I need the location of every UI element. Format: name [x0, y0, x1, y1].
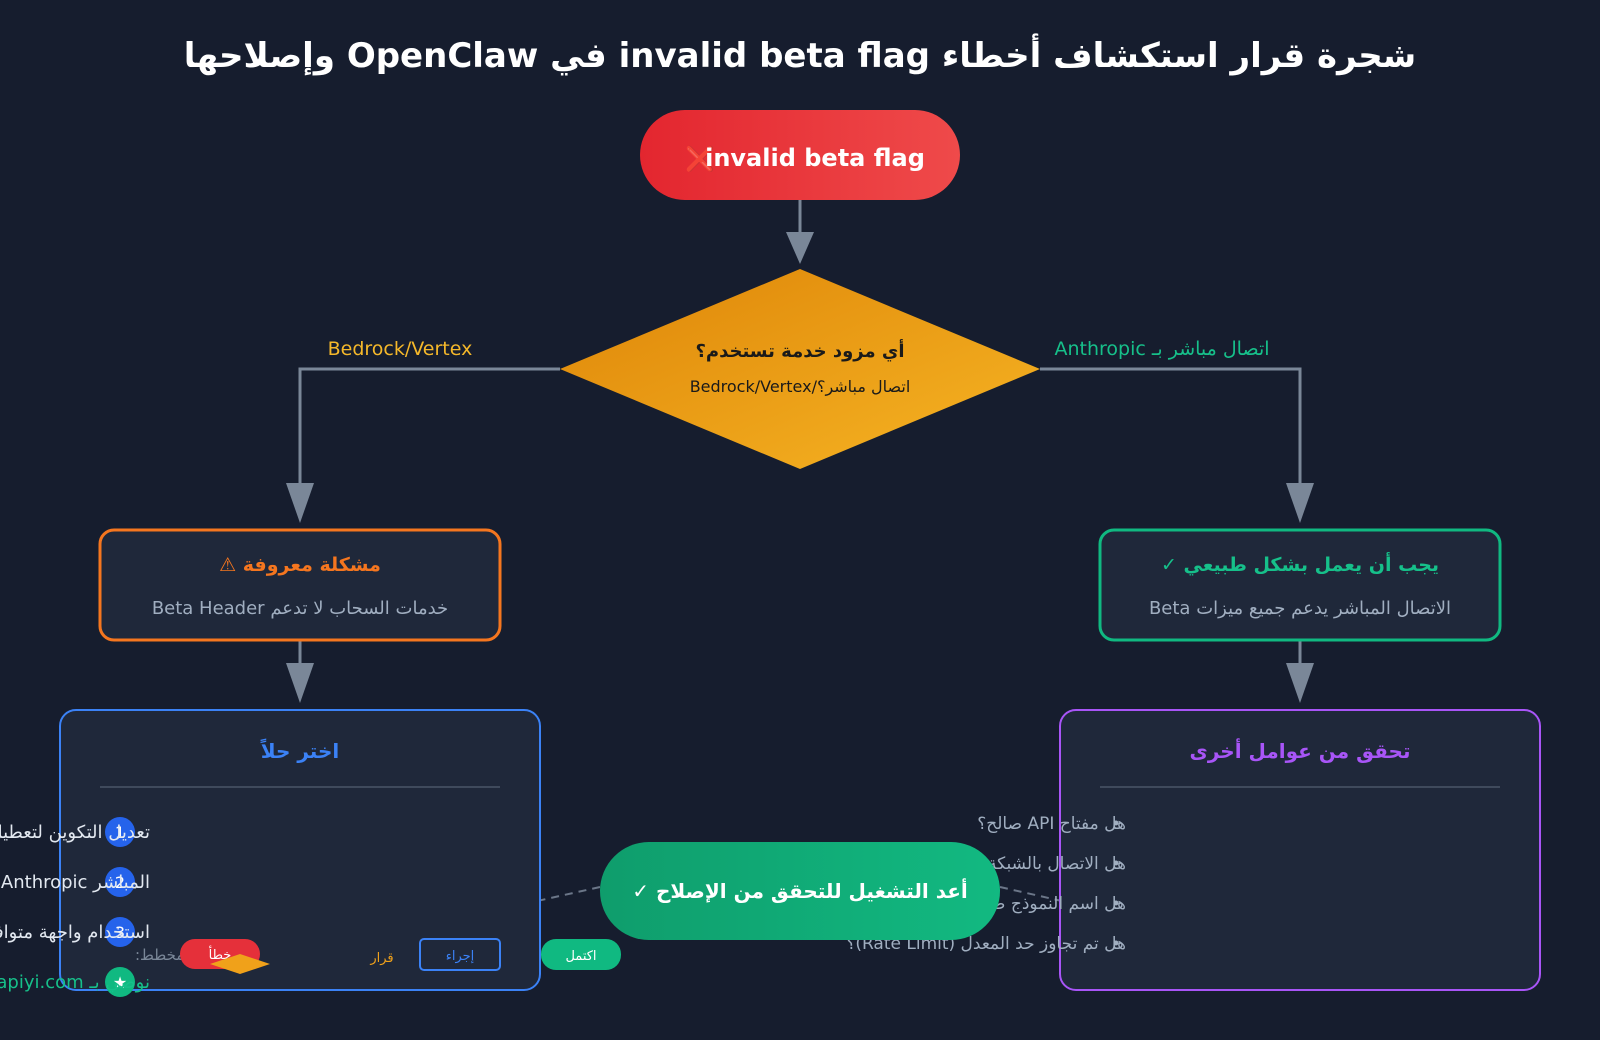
arrowhead-down [286, 483, 314, 523]
legend-decision-label: قرار [369, 951, 393, 966]
legend-done-swatch [541, 939, 621, 970]
bullet-icon [1113, 940, 1119, 946]
connectors [298, 200, 1302, 665]
decision-question: أي مزود خدمة تستخدم؟ [695, 339, 904, 362]
branch-label-right: Anthropic اتصال مباشر بـ [1054, 338, 1269, 360]
connector-decision-to-right [1040, 367, 1302, 485]
legend: مفتاح المخطط: خطأ قرار إجراء اكتمل [135, 938, 621, 974]
legend-error-label: خطأ [209, 945, 232, 963]
solution-text: المباشر Anthropic التبديل إلى اتصال [0, 872, 150, 893]
arrowheads [286, 232, 1314, 703]
known-issue-title: مشكلة معروفة ⚠ [219, 554, 381, 576]
bullet-icon [1113, 900, 1119, 906]
arrowhead-down [786, 232, 814, 264]
step-number-badge [105, 817, 135, 847]
step-number: 1 [115, 823, 125, 842]
recommendation-text: نوصي بـ APIYI apiyi.com [0, 972, 150, 993]
solution-text: OpenAI استخدام واجهة متوافقة مع [0, 922, 150, 943]
arrowhead-down [1286, 483, 1314, 523]
step-number: 3 [115, 923, 125, 942]
solution-item: 3 OpenAI استخدام واجهة متوافقة مع [0, 917, 150, 947]
should-work-desc: Beta الاتصال المباشر يدعم جميع ميزات [1149, 598, 1451, 619]
connector-decision-to-left [298, 367, 560, 485]
step-number-badge [105, 867, 135, 897]
arrowhead-down [1286, 663, 1314, 703]
legend-done-label: اكتمل [565, 949, 596, 964]
known-issue-box [98, 528, 502, 642]
step-number: 2 [115, 873, 125, 892]
other-factors-box [1059, 709, 1541, 991]
decision-diamond [560, 269, 1040, 469]
step-number-badge [105, 917, 135, 947]
should-work-box [1098, 528, 1502, 642]
legend-decision-swatch [210, 954, 270, 974]
page-title: شجرة قرار استكشاف أخطاء invalid beta fla… [184, 33, 1416, 76]
start-node-label: invalid beta flag [705, 144, 925, 172]
bullet-icon [1113, 860, 1119, 866]
factor-item: هل مفتاح API صالح؟ [977, 814, 1126, 834]
solution-item: 2 المباشر Anthropic التبديل إلى اتصال [0, 867, 150, 897]
star-icon: ★ [113, 973, 127, 992]
solution-item: 1 Beta تعديل التكوين لتعطيل [0, 817, 150, 847]
solutions-box [59, 709, 541, 991]
decision-subtitle: Bedrock/Vertex/اتصال مباشر؟ [690, 377, 911, 397]
rerun-label: أعد التشغيل للتحقق من الإصلاح ✓ [632, 877, 968, 903]
legend-action-label: إجراء [446, 949, 475, 964]
start-node-icon: ❌ [685, 145, 715, 173]
recommendation: ★ نوصي بـ APIYI apiyi.com [0, 967, 150, 997]
bullet-icon [1113, 820, 1119, 826]
arrowhead-down [286, 663, 314, 703]
start-node [640, 110, 960, 200]
rerun-node [600, 842, 1000, 940]
solution-text: Beta تعديل التكوين لتعطيل [0, 822, 150, 843]
other-factors-title: تحقق من عوامل أخرى [1190, 737, 1411, 763]
star-badge [105, 967, 135, 997]
legend-action-swatch [419, 938, 501, 971]
solutions-title: اختر حلاً [260, 738, 339, 763]
branch-label-left: Bedrock/Vertex [328, 338, 473, 360]
known-issue-desc: Beta Header خدمات السحاب لا تدعم [152, 598, 448, 619]
should-work-title: يجب أن يعمل بشكل طبيعي ✓ [1161, 552, 1439, 576]
